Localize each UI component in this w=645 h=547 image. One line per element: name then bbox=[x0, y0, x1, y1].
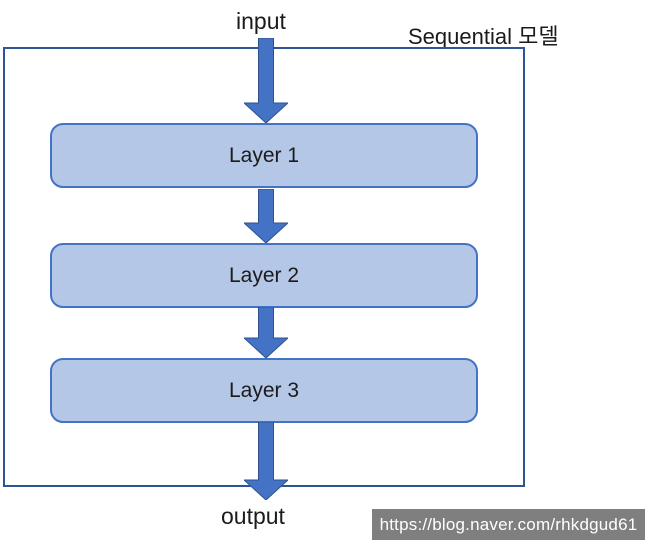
layer1-box: Layer 1 bbox=[50, 123, 478, 188]
layer2-label: Layer 2 bbox=[228, 263, 300, 287]
output-label: output bbox=[221, 503, 285, 529]
down-block-arrow-icon bbox=[244, 189, 288, 243]
layer1-label: Layer 1 bbox=[228, 143, 300, 167]
diagram-title: Sequential 모델 bbox=[408, 24, 559, 49]
watermark-url: https://blog.naver.com/rhkdgud61 bbox=[372, 509, 645, 540]
input-label: input bbox=[236, 8, 286, 34]
layer2-box: Layer 2 bbox=[50, 243, 478, 308]
layer3-label: Layer 3 bbox=[228, 378, 300, 402]
layer3-box: Layer 3 bbox=[50, 358, 478, 423]
down-block-arrow-icon bbox=[244, 307, 288, 358]
down-block-arrow-icon bbox=[244, 422, 288, 500]
down-block-arrow-icon bbox=[244, 38, 288, 123]
